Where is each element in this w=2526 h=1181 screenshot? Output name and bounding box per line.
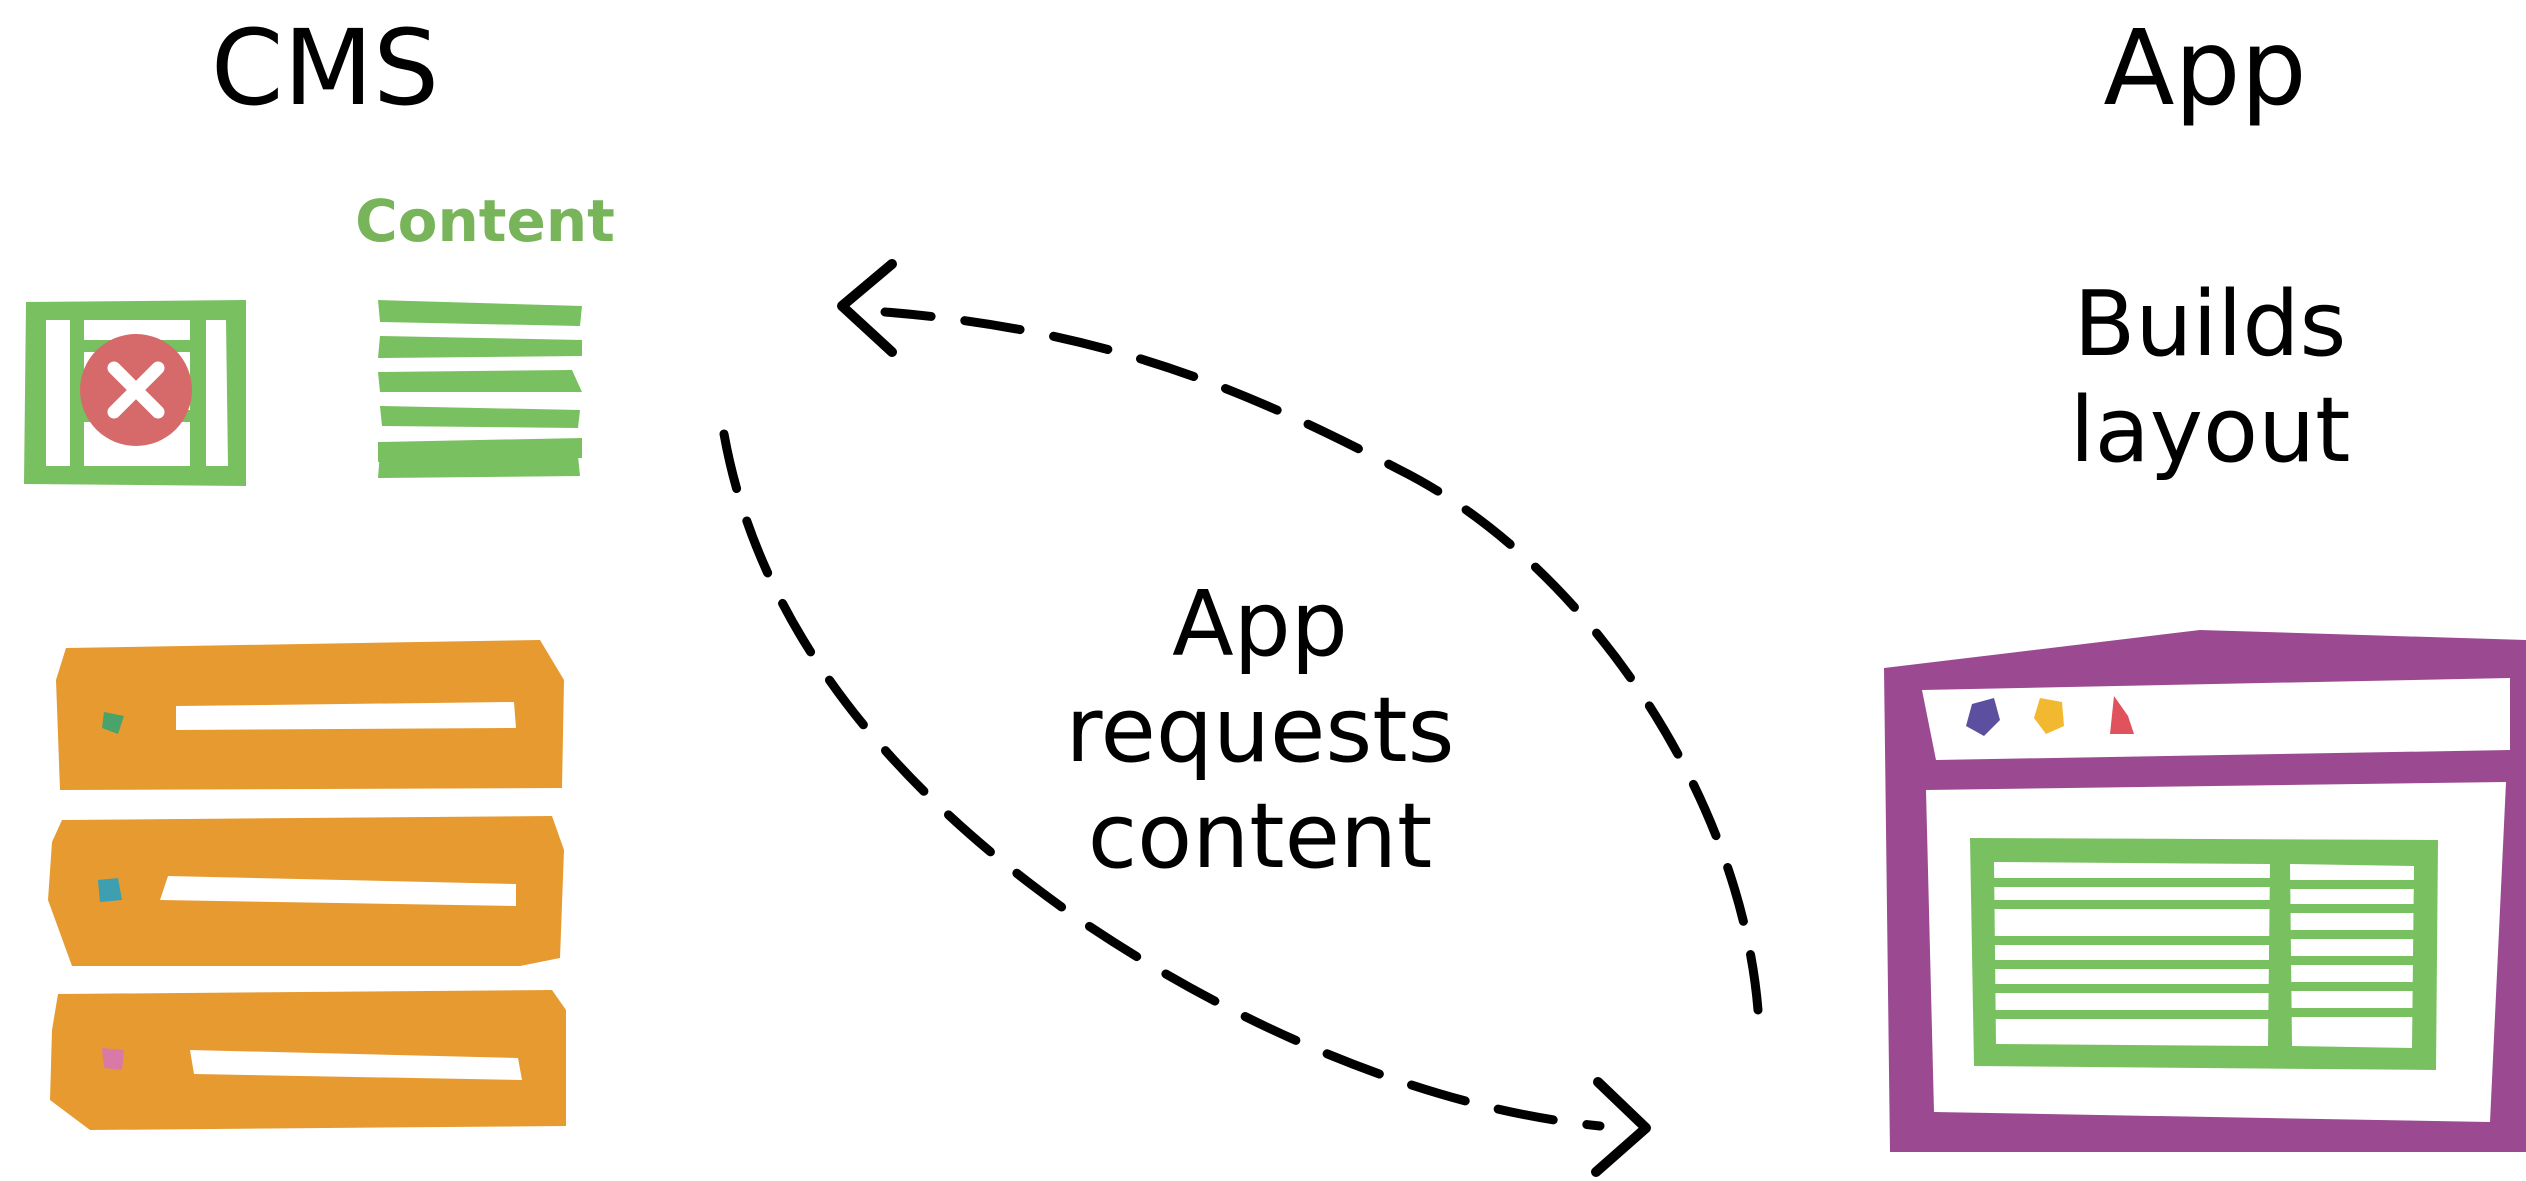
app-title: App	[2103, 7, 2307, 129]
content-lines-icon	[378, 300, 582, 478]
content-caption: Content	[355, 187, 615, 255]
cms-title: CMS	[210, 7, 440, 129]
app-requests-content-label: App requests content	[1065, 572, 1455, 890]
response-arrow-icon	[719, 429, 1651, 1177]
error-x-icon	[80, 334, 192, 446]
browser-window-icon	[1884, 630, 2526, 1152]
request-arrow-icon	[837, 259, 1763, 1015]
builds-layout-label: Builds layout	[2069, 272, 2351, 484]
server-stack-icon	[48, 640, 566, 1130]
